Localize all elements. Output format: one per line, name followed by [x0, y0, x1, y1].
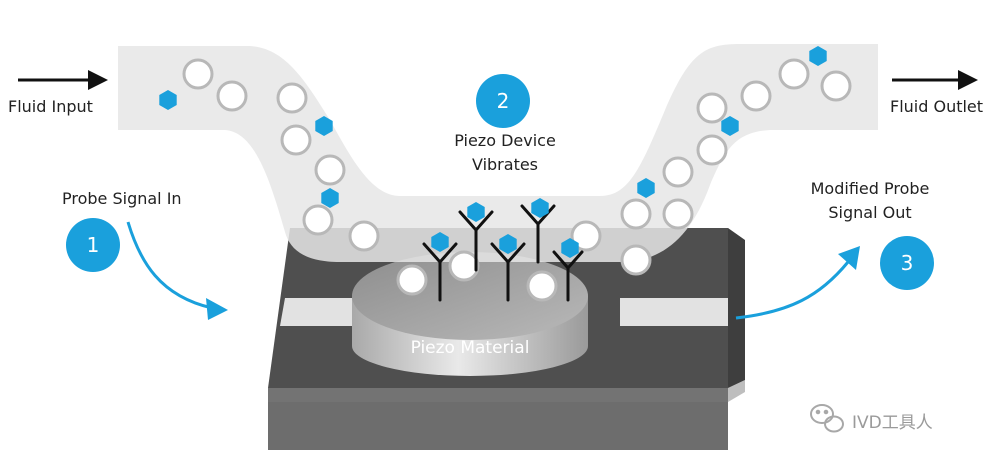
particle	[778, 58, 810, 90]
particle	[696, 134, 728, 166]
piezo-device-label-line2: Vibrates	[471, 155, 539, 174]
particle	[620, 244, 652, 276]
particle	[740, 80, 772, 112]
particle	[276, 82, 308, 114]
fluid-input-label: Fluid Input	[8, 97, 93, 116]
particle	[526, 270, 558, 302]
antibody-icon	[552, 250, 584, 302]
particle	[396, 264, 428, 296]
step-badge-3: 3	[880, 236, 934, 290]
step-badge-1: 1	[66, 218, 120, 272]
modified-probe-label-line1: Modified Probe	[810, 179, 930, 198]
modified-probe-label-line2: Signal Out	[828, 203, 912, 222]
particle	[448, 250, 480, 282]
particle	[216, 80, 248, 112]
particle	[696, 92, 728, 124]
wechat-icon	[810, 404, 844, 433]
particle	[280, 124, 312, 156]
antibody-icon	[422, 242, 458, 302]
antibodies	[422, 204, 584, 302]
particles	[182, 58, 852, 302]
antibody-icon	[520, 204, 556, 264]
particle	[662, 156, 694, 188]
probe-out-arrow	[735, 246, 860, 320]
antibody-icon	[458, 210, 494, 272]
particle	[820, 70, 852, 102]
fluid-outlet-label: Fluid Outlet	[890, 97, 984, 116]
particle	[314, 154, 346, 186]
step-badge-2: 2	[476, 74, 530, 128]
fluid-outlet-arrow	[892, 70, 978, 90]
particle	[182, 58, 214, 90]
particle	[570, 220, 602, 252]
particle	[620, 198, 652, 230]
piezo-material-label: Piezo Material	[410, 338, 530, 358]
probe-in-arrow	[126, 221, 228, 320]
particle	[348, 220, 380, 252]
piezo-device-label-line1: Piezo Device	[454, 131, 556, 150]
particle	[302, 204, 334, 236]
probe-signal-in-label: Probe Signal In	[62, 189, 182, 208]
antibody-icon	[490, 242, 526, 302]
watermark-text: IVD工具人	[852, 413, 933, 433]
particle	[662, 198, 694, 230]
fluid-input-arrow	[18, 70, 108, 90]
